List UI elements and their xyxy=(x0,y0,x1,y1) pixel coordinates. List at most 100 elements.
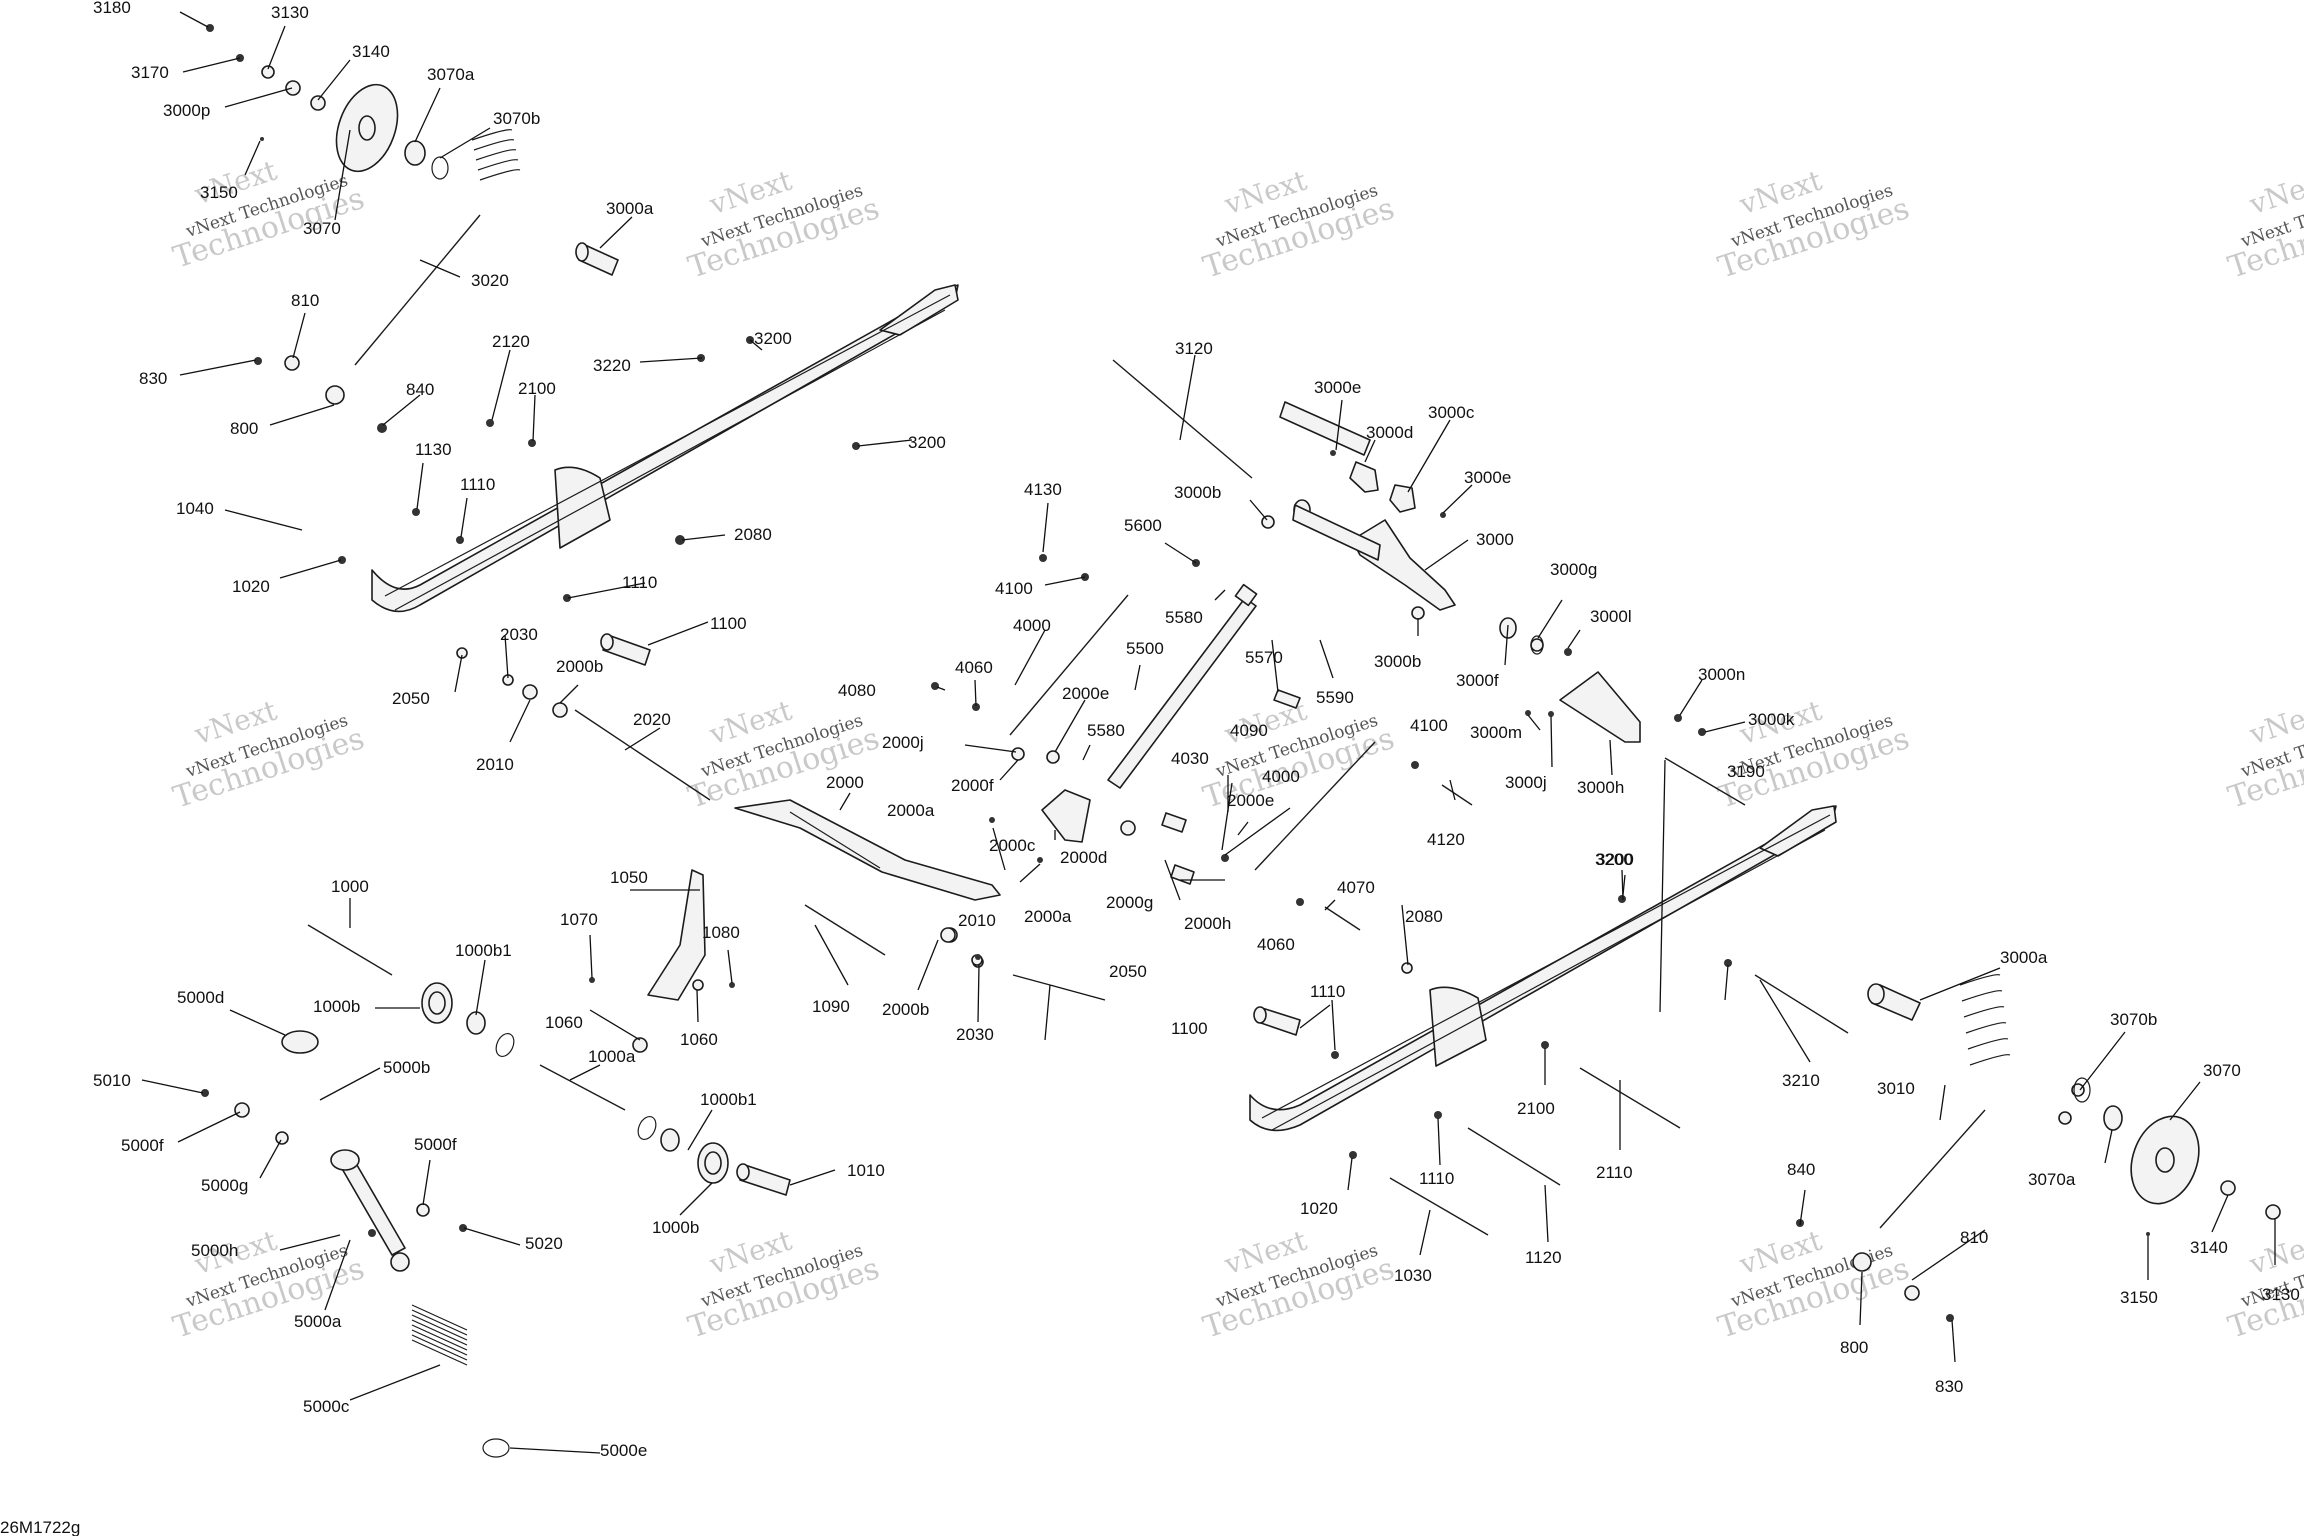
part-label: 1100 xyxy=(710,614,747,633)
part-label: 5000a xyxy=(294,1312,342,1331)
part-label: 3070 xyxy=(303,219,341,238)
part-label: 2000a xyxy=(1024,907,1072,926)
part-label: 3200 xyxy=(1596,850,1634,869)
part-label: 3070b xyxy=(493,109,540,128)
part-label: 1050 xyxy=(610,868,648,887)
part-label: 2080 xyxy=(734,525,772,544)
part-label: 5000f xyxy=(121,1136,164,1155)
part-label: 3190 xyxy=(1727,762,1765,781)
part-label: 2080 xyxy=(1405,907,1443,926)
part-label: 830 xyxy=(139,369,167,388)
part-label: 3000d xyxy=(1366,423,1413,442)
part-label: 1000b1 xyxy=(455,941,512,960)
part-label: 810 xyxy=(1960,1228,1988,1247)
part-label: 3070a xyxy=(2028,1170,2076,1189)
part-label: 4000 xyxy=(1262,767,1300,786)
watermark-text: vNext xyxy=(2245,163,2304,221)
part-label: 2030 xyxy=(956,1025,994,1044)
part-label: 1110 xyxy=(1310,982,1345,1001)
part-label: 5000d xyxy=(177,988,224,1007)
part-label: 3000k xyxy=(1748,710,1795,729)
part-label: 3000m xyxy=(1470,723,1522,742)
part-label: 2100 xyxy=(1517,1099,1555,1118)
part-label: 2010 xyxy=(958,911,996,930)
part-label: 4060 xyxy=(955,658,993,677)
part-label: 5010 xyxy=(93,1071,131,1090)
part-label: 1120 xyxy=(1525,1248,1562,1267)
part-label: 5000h xyxy=(191,1241,238,1260)
part-label: 3000h xyxy=(1577,778,1624,797)
part-label: 2010 xyxy=(476,755,514,774)
part-label: 1130 xyxy=(415,440,452,459)
part-label: 3000g xyxy=(1550,560,1597,579)
part-label: 3200 xyxy=(908,433,946,452)
part-label: 3010 xyxy=(1877,1079,1915,1098)
springs xyxy=(411,129,2011,1366)
part-label: 1090 xyxy=(812,997,850,1016)
part-label: 3000f xyxy=(1456,671,1499,690)
part-label: 2000f xyxy=(951,776,994,795)
part-label: 2050 xyxy=(1109,962,1147,981)
fasteners xyxy=(201,24,2281,1458)
parts-geometry xyxy=(201,24,2281,1458)
part-label: 3070b xyxy=(2110,1010,2157,1029)
part-label: 5580 xyxy=(1087,721,1125,740)
part-label: 5590 xyxy=(1316,688,1354,707)
part-label: 3150 xyxy=(2120,1288,2158,1307)
part-label: 3140 xyxy=(352,42,390,61)
part-label: 4070 xyxy=(1337,878,1375,897)
part-label: 3200 xyxy=(754,329,792,348)
part-label: 1040 xyxy=(176,499,214,518)
part-label: 3140 xyxy=(2190,1238,2228,1257)
part-label: 840 xyxy=(406,380,434,399)
part-label: 1080 xyxy=(702,923,740,942)
part-label: 810 xyxy=(291,291,319,310)
part-label: 3000e xyxy=(1464,468,1511,487)
part-label: 1110 xyxy=(460,475,495,494)
part-label: 3000e xyxy=(1314,378,1361,397)
part-label: 1110 xyxy=(1419,1169,1454,1188)
part-label: 1070 xyxy=(560,910,598,929)
part-label: 840 xyxy=(1787,1160,1815,1179)
part-label: 1010 xyxy=(847,1161,885,1180)
part-label: 3000c xyxy=(1428,403,1475,422)
part-label: 3070 xyxy=(2203,1061,2241,1080)
part-label: 5600 xyxy=(1124,516,1162,535)
part-label: 2000e xyxy=(1062,684,1109,703)
part-label: 2000a xyxy=(887,801,935,820)
part-label: 3000b xyxy=(1374,652,1421,671)
part-label: 2110 xyxy=(1596,1163,1633,1182)
part-label: 2000h xyxy=(1184,914,1231,933)
part-label: 4030 xyxy=(1171,749,1209,768)
part-label: 2000b xyxy=(882,1000,929,1019)
part-label: 2020 xyxy=(633,710,671,729)
part-label: 1000b1 xyxy=(700,1090,757,1109)
shocks xyxy=(330,583,1258,1272)
part-label: 3000p xyxy=(163,101,210,120)
part-label: 5000b xyxy=(383,1058,430,1077)
part-label: 1000b xyxy=(313,997,360,1016)
part-label: 4060 xyxy=(1257,935,1295,954)
part-label: 3220 xyxy=(593,356,631,375)
part-label: 4120 xyxy=(1427,830,1465,849)
part-label: 3020 xyxy=(471,271,509,290)
part-label: 5000f xyxy=(414,1135,457,1154)
left-rail xyxy=(371,284,959,613)
brackets xyxy=(647,461,1641,1001)
part-label: 4090 xyxy=(1230,721,1268,740)
part-label: 4000 xyxy=(1013,616,1051,635)
part-label: 800 xyxy=(1840,1338,1868,1357)
part-label: 5580 xyxy=(1165,608,1203,627)
part-label: 2000c xyxy=(989,836,1036,855)
wheels xyxy=(281,83,2200,1205)
part-label: 1060 xyxy=(680,1030,718,1049)
part-label: 1100 xyxy=(1171,1019,1208,1038)
part-label: 3070a xyxy=(427,65,475,84)
part-label: 4080 xyxy=(838,681,876,700)
part-label: 3000j xyxy=(1505,773,1547,792)
part-label: 1000 xyxy=(331,877,369,896)
part-label: 3150 xyxy=(200,183,238,202)
part-label: 2000 xyxy=(826,773,864,792)
part-label: 1020 xyxy=(232,577,270,596)
part-label: 3170 xyxy=(131,63,169,82)
